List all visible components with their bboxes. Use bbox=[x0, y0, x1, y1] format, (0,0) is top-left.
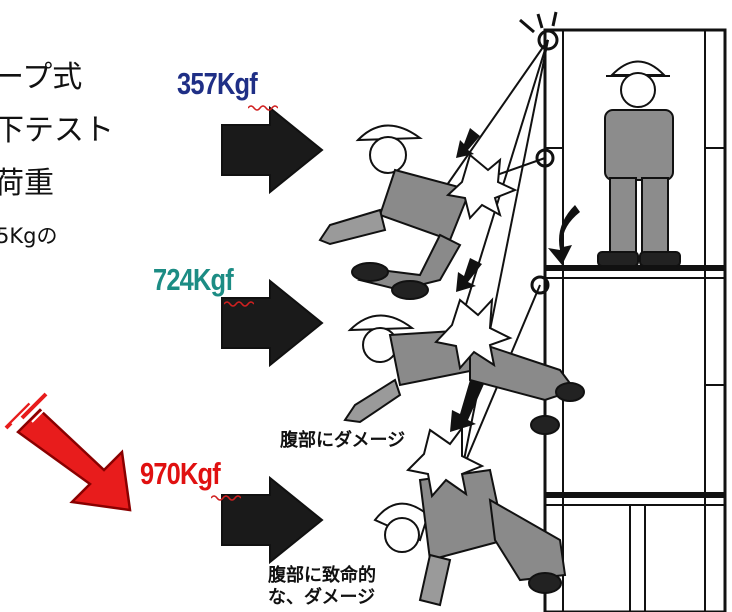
squiggle-underline bbox=[211, 495, 241, 501]
falling-worker-top bbox=[318, 124, 472, 300]
lanyard-ropes bbox=[439, 39, 549, 471]
load-pointer-arrows bbox=[221, 105, 324, 565]
standing-worker-figure bbox=[597, 60, 681, 267]
load-label-970: 970Kgf bbox=[140, 456, 221, 491]
load-label-724: 724Kgf bbox=[153, 262, 234, 297]
scaffold-tower bbox=[543, 28, 727, 612]
note-fatal-line-2: な、ダメージ bbox=[268, 587, 376, 608]
load-label-357: 357Kgf bbox=[177, 66, 258, 101]
note-abdominal-damage: 腹部にダメージ bbox=[280, 430, 406, 451]
impact-bursts bbox=[405, 153, 518, 499]
headline-line-3: 荷重 bbox=[0, 166, 54, 201]
force-arrows bbox=[450, 128, 580, 432]
headline-line-2: 下テスト bbox=[0, 113, 114, 148]
note-fatal-line-1: 腹部に致命的 bbox=[268, 565, 376, 586]
squiggle-underline bbox=[248, 105, 278, 111]
falling-worker-bottom bbox=[373, 468, 567, 607]
headline-line-1: ープ式 bbox=[0, 60, 83, 95]
headline-subline: 5Kgの bbox=[0, 224, 58, 248]
red-highlight-arrow bbox=[4, 392, 132, 512]
anchor-hook bbox=[519, 11, 559, 295]
squiggle-underline bbox=[224, 301, 254, 307]
falling-worker-middle bbox=[343, 314, 585, 435]
